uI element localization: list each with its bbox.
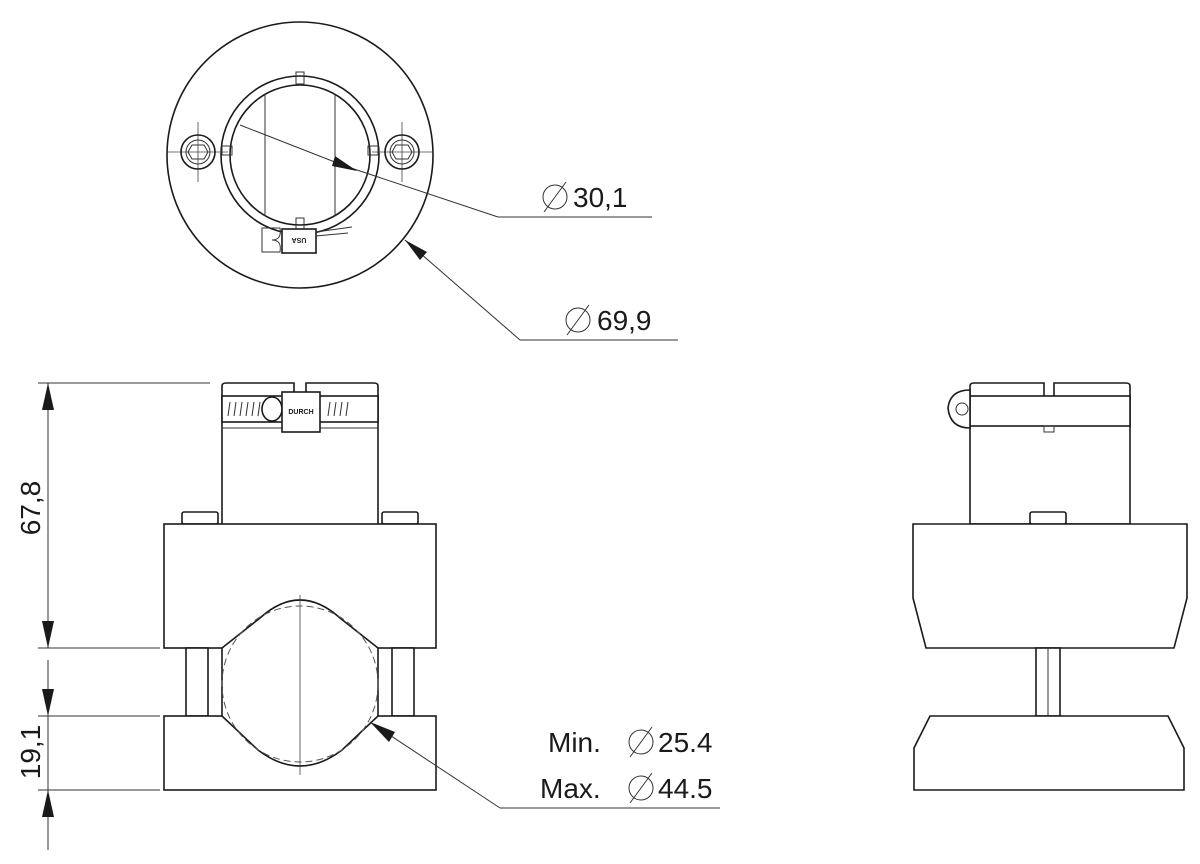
tube-top-lip-right bbox=[305, 382, 379, 399]
bolt-right bbox=[372, 122, 432, 182]
hose-clamp-slots bbox=[227, 401, 349, 417]
clamp-max-value: 44.5 bbox=[658, 773, 713, 804]
side-lower-block bbox=[913, 715, 1185, 791]
inner-diameter-value: 30,1 bbox=[573, 182, 628, 213]
tube-tab-right bbox=[367, 145, 379, 156]
front-view: DURCH 67,8 19,1 bbox=[15, 382, 720, 850]
height-base-dimension: 19,1 bbox=[15, 660, 160, 850]
height-base-value: 19,1 bbox=[15, 725, 46, 780]
tube-top-lip-left bbox=[221, 382, 295, 399]
outer-diameter-label: 69,9 bbox=[565, 304, 652, 336]
inner-diameter-label: 30,1 bbox=[542, 181, 628, 213]
clamp-min-label: Min. 25.4 bbox=[548, 726, 713, 758]
front-marking-text: DURCH bbox=[288, 409, 313, 416]
tube-tab-left bbox=[221, 145, 233, 156]
clamp-max-text: Max. bbox=[540, 773, 601, 804]
clamp-min-value: 25.4 bbox=[658, 727, 713, 758]
bolt-head-front-left bbox=[181, 511, 219, 525]
clamp-range-arrowhead bbox=[370, 722, 395, 742]
clamp-latch-top: USA bbox=[261, 226, 353, 254]
top-view: USA 30,1 69,9 bbox=[166, 21, 678, 341]
outer-diameter-value: 69,9 bbox=[597, 305, 652, 336]
side-tube-lip-left bbox=[969, 382, 1045, 399]
clamp-min-text: Min. bbox=[548, 727, 601, 758]
clamp-screw-head bbox=[261, 396, 283, 422]
clamp-range-leader bbox=[369, 721, 720, 809]
side-tube-lip-right bbox=[1053, 382, 1131, 399]
outer-flange-circle bbox=[166, 21, 434, 289]
outer-diameter-leader bbox=[404, 239, 678, 341]
clamp-housing bbox=[281, 391, 321, 433]
side-clamp-latch-hole bbox=[955, 402, 969, 416]
clamp-max-label: Max. 44.5 bbox=[540, 772, 713, 804]
height-total-dimension: 67,8 bbox=[15, 382, 210, 649]
bolt-left bbox=[168, 122, 228, 182]
side-upper-block bbox=[912, 523, 1188, 649]
inner-diameter-leader bbox=[239, 124, 652, 218]
side-view bbox=[912, 382, 1188, 791]
side-hose-clamp-band bbox=[969, 395, 1131, 427]
bolt-shaft-left-outer bbox=[185, 647, 209, 717]
outer-diameter-arrowhead bbox=[405, 240, 427, 260]
bolt-shaft-right-outer bbox=[391, 647, 415, 717]
side-bolt-head bbox=[1029, 511, 1067, 525]
top-marking-text: USA bbox=[292, 236, 307, 243]
inner-diameter-arrowhead bbox=[332, 156, 357, 171]
tube-tab-top bbox=[295, 71, 305, 85]
bolt-head-front-right bbox=[381, 511, 419, 525]
height-total-value: 67,8 bbox=[15, 481, 46, 536]
side-clamp-tab bbox=[1043, 425, 1055, 433]
side-clamp-latch bbox=[947, 389, 971, 429]
